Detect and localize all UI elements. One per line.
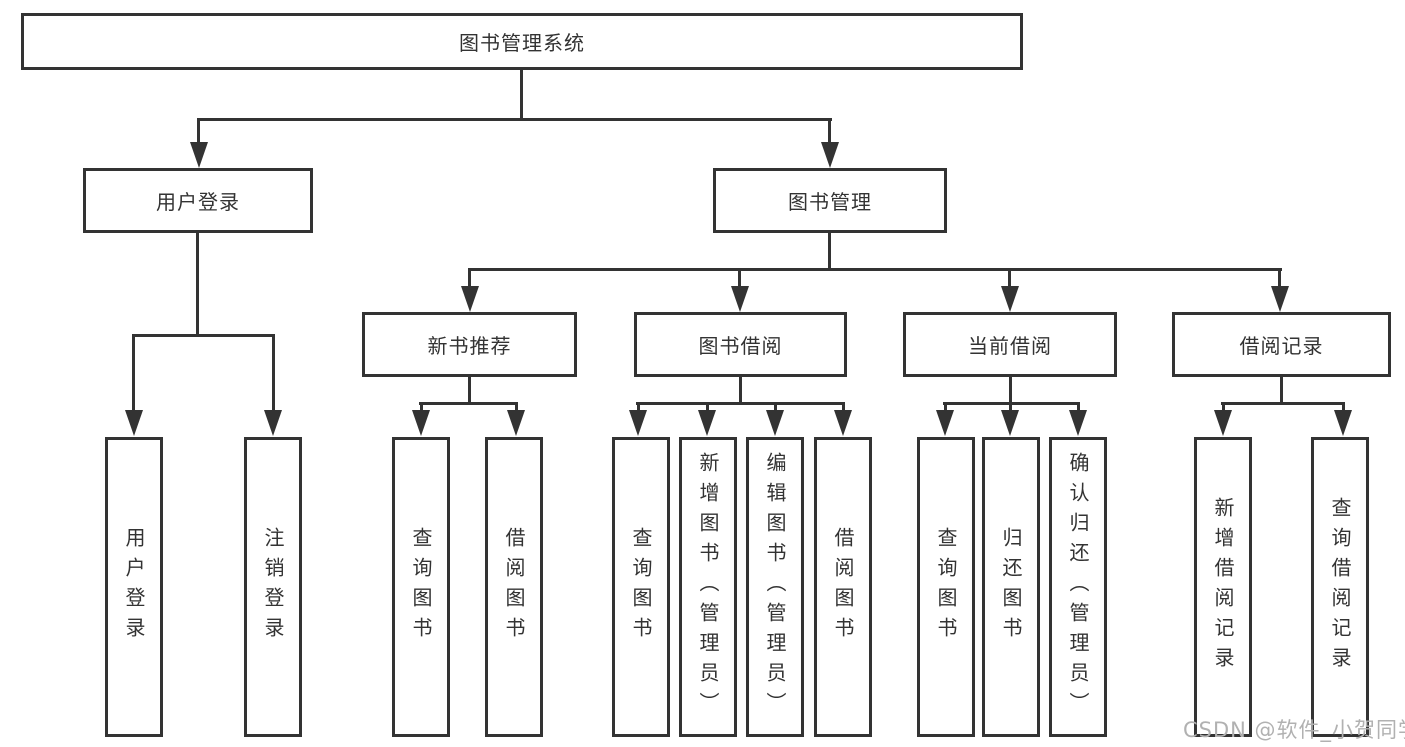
- node-current-borrow: 当前借阅: [903, 312, 1117, 377]
- connector-drop: [1342, 402, 1345, 412]
- connector-drop-book-mgmt: [828, 118, 831, 144]
- connector-bookmgmt-stem: [828, 233, 831, 270]
- node-root: 图书管理系统: [21, 13, 1023, 70]
- arrow-down-icon: [1334, 410, 1352, 436]
- arrow-down-icon: [821, 142, 839, 168]
- leaf-query-books-1: 查询图书: [392, 437, 450, 737]
- leaf-edit-books-admin: 编辑图书（管理员）: [746, 437, 804, 737]
- arrow-down-icon: [834, 410, 852, 436]
- arrow-down-icon: [264, 410, 282, 436]
- arrow-down-icon: [125, 410, 143, 436]
- connector-drop: [1009, 402, 1012, 412]
- connector-drop: [420, 402, 423, 412]
- node-new-book-recommend: 新书推荐: [362, 312, 577, 377]
- connector-drop: [1008, 268, 1011, 288]
- connector-userlogin-bus: [132, 334, 275, 337]
- arrow-down-icon: [1001, 410, 1019, 436]
- arrow-down-icon: [190, 142, 208, 168]
- leaf-confirm-return-admin: 确认归还（管理员）: [1049, 437, 1107, 737]
- connector-drop: [132, 334, 135, 412]
- leaf-borrow-books-2: 借阅图书: [814, 437, 872, 737]
- node-borrow-records: 借阅记录: [1172, 312, 1391, 377]
- arrow-down-icon: [1069, 410, 1087, 436]
- leaf-return-books: 归还图书: [982, 437, 1040, 737]
- connector-drop: [1278, 268, 1281, 288]
- connector-borrow-bus: [636, 402, 845, 405]
- arrow-down-icon: [1001, 286, 1019, 312]
- csdn-watermark: CSDN @软件_小贺同学: [1183, 718, 1405, 742]
- connector-newbooks-bus: [419, 402, 518, 405]
- leaf-logout: 注销登录: [244, 437, 302, 737]
- arrow-down-icon: [412, 410, 430, 436]
- arrow-down-icon: [461, 286, 479, 312]
- connector-userlogin-stem: [196, 233, 199, 336]
- arrow-down-icon: [936, 410, 954, 436]
- leaf-query-books-3: 查询图书: [917, 437, 975, 737]
- leaf-user-login: 用户登录: [105, 437, 163, 737]
- connector-records-bus: [1221, 402, 1345, 405]
- arrow-down-icon: [507, 410, 525, 436]
- node-user-login: 用户登录: [83, 168, 313, 233]
- arrow-down-icon: [1271, 286, 1289, 312]
- connector-root-bus: [199, 118, 832, 121]
- connector-drop: [706, 402, 709, 412]
- connector-borrow-stem: [739, 377, 742, 404]
- arrow-down-icon: [1214, 410, 1232, 436]
- arrow-down-icon: [766, 410, 784, 436]
- connector-drop: [944, 402, 947, 412]
- connector-bookmgmt-bus: [468, 268, 1282, 271]
- connector-newbooks-stem: [468, 377, 471, 404]
- arrow-down-icon: [731, 286, 749, 312]
- connector-drop: [738, 268, 741, 288]
- leaf-add-borrow-record: 新增借阅记录: [1194, 437, 1252, 737]
- connector-drop: [842, 402, 845, 412]
- leaf-borrow-books-1: 借阅图书: [485, 437, 543, 737]
- leaf-add-books-admin: 新增图书（管理员）: [679, 437, 737, 737]
- node-book-borrow: 图书借阅: [634, 312, 847, 377]
- leaf-query-books-2: 查询图书: [612, 437, 670, 737]
- connector-drop: [1077, 402, 1080, 412]
- connector-drop: [1222, 402, 1225, 412]
- connector-records-stem: [1280, 377, 1283, 404]
- arrow-down-icon: [629, 410, 647, 436]
- connector-drop: [637, 402, 640, 412]
- leaf-query-borrow-record: 查询借阅记录: [1311, 437, 1369, 737]
- connector-current-stem: [1009, 377, 1012, 404]
- connector-root-stem: [520, 70, 523, 118]
- connector-drop: [774, 402, 777, 412]
- node-book-management: 图书管理: [713, 168, 947, 233]
- connector-drop: [515, 402, 518, 412]
- connector-drop-user-login: [197, 118, 200, 144]
- connector-drop: [272, 334, 275, 412]
- arrow-down-icon: [698, 410, 716, 436]
- connector-drop: [468, 268, 471, 288]
